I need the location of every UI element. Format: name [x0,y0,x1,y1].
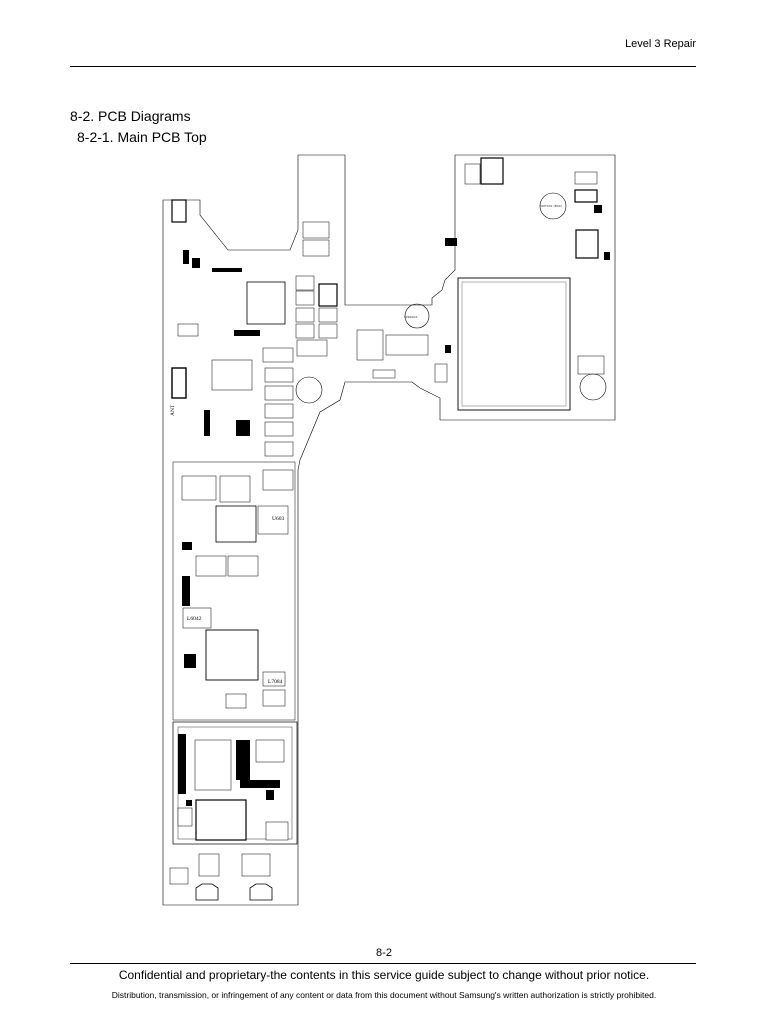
ant-label: ANT [170,404,176,416]
u603-label: U603 [272,516,284,522]
l7084-label: L7084 [268,679,283,685]
mic-label: MOT001 (BOX) [540,204,562,208]
page-header: Level 3 Repair [625,38,696,50]
speaker-label: SPKR001 [404,315,418,319]
section-title: 8-2. PCB Diagrams [70,108,191,124]
round-pad-1 [539,192,567,220]
subsection-title: 8-2-1. Main PCB Top [77,129,207,145]
l6042-label: L6042 [187,616,202,622]
round-pad-3 [295,376,323,404]
shield-can-lower [172,721,298,845]
distribution-notice: Distribution, transmission, or infringem… [111,990,657,1000]
confidential-notice: Confidential and proprietary-the content… [118,968,650,982]
shield-can-upper [172,461,296,721]
bga-main-chip [457,277,571,411]
round-pad-4 [579,373,607,401]
footer-rule [70,963,696,964]
round-pad-2 [404,303,430,329]
page-number: 8-2 [376,947,392,959]
header-rule [70,66,696,67]
board-outline-left [162,154,616,906]
